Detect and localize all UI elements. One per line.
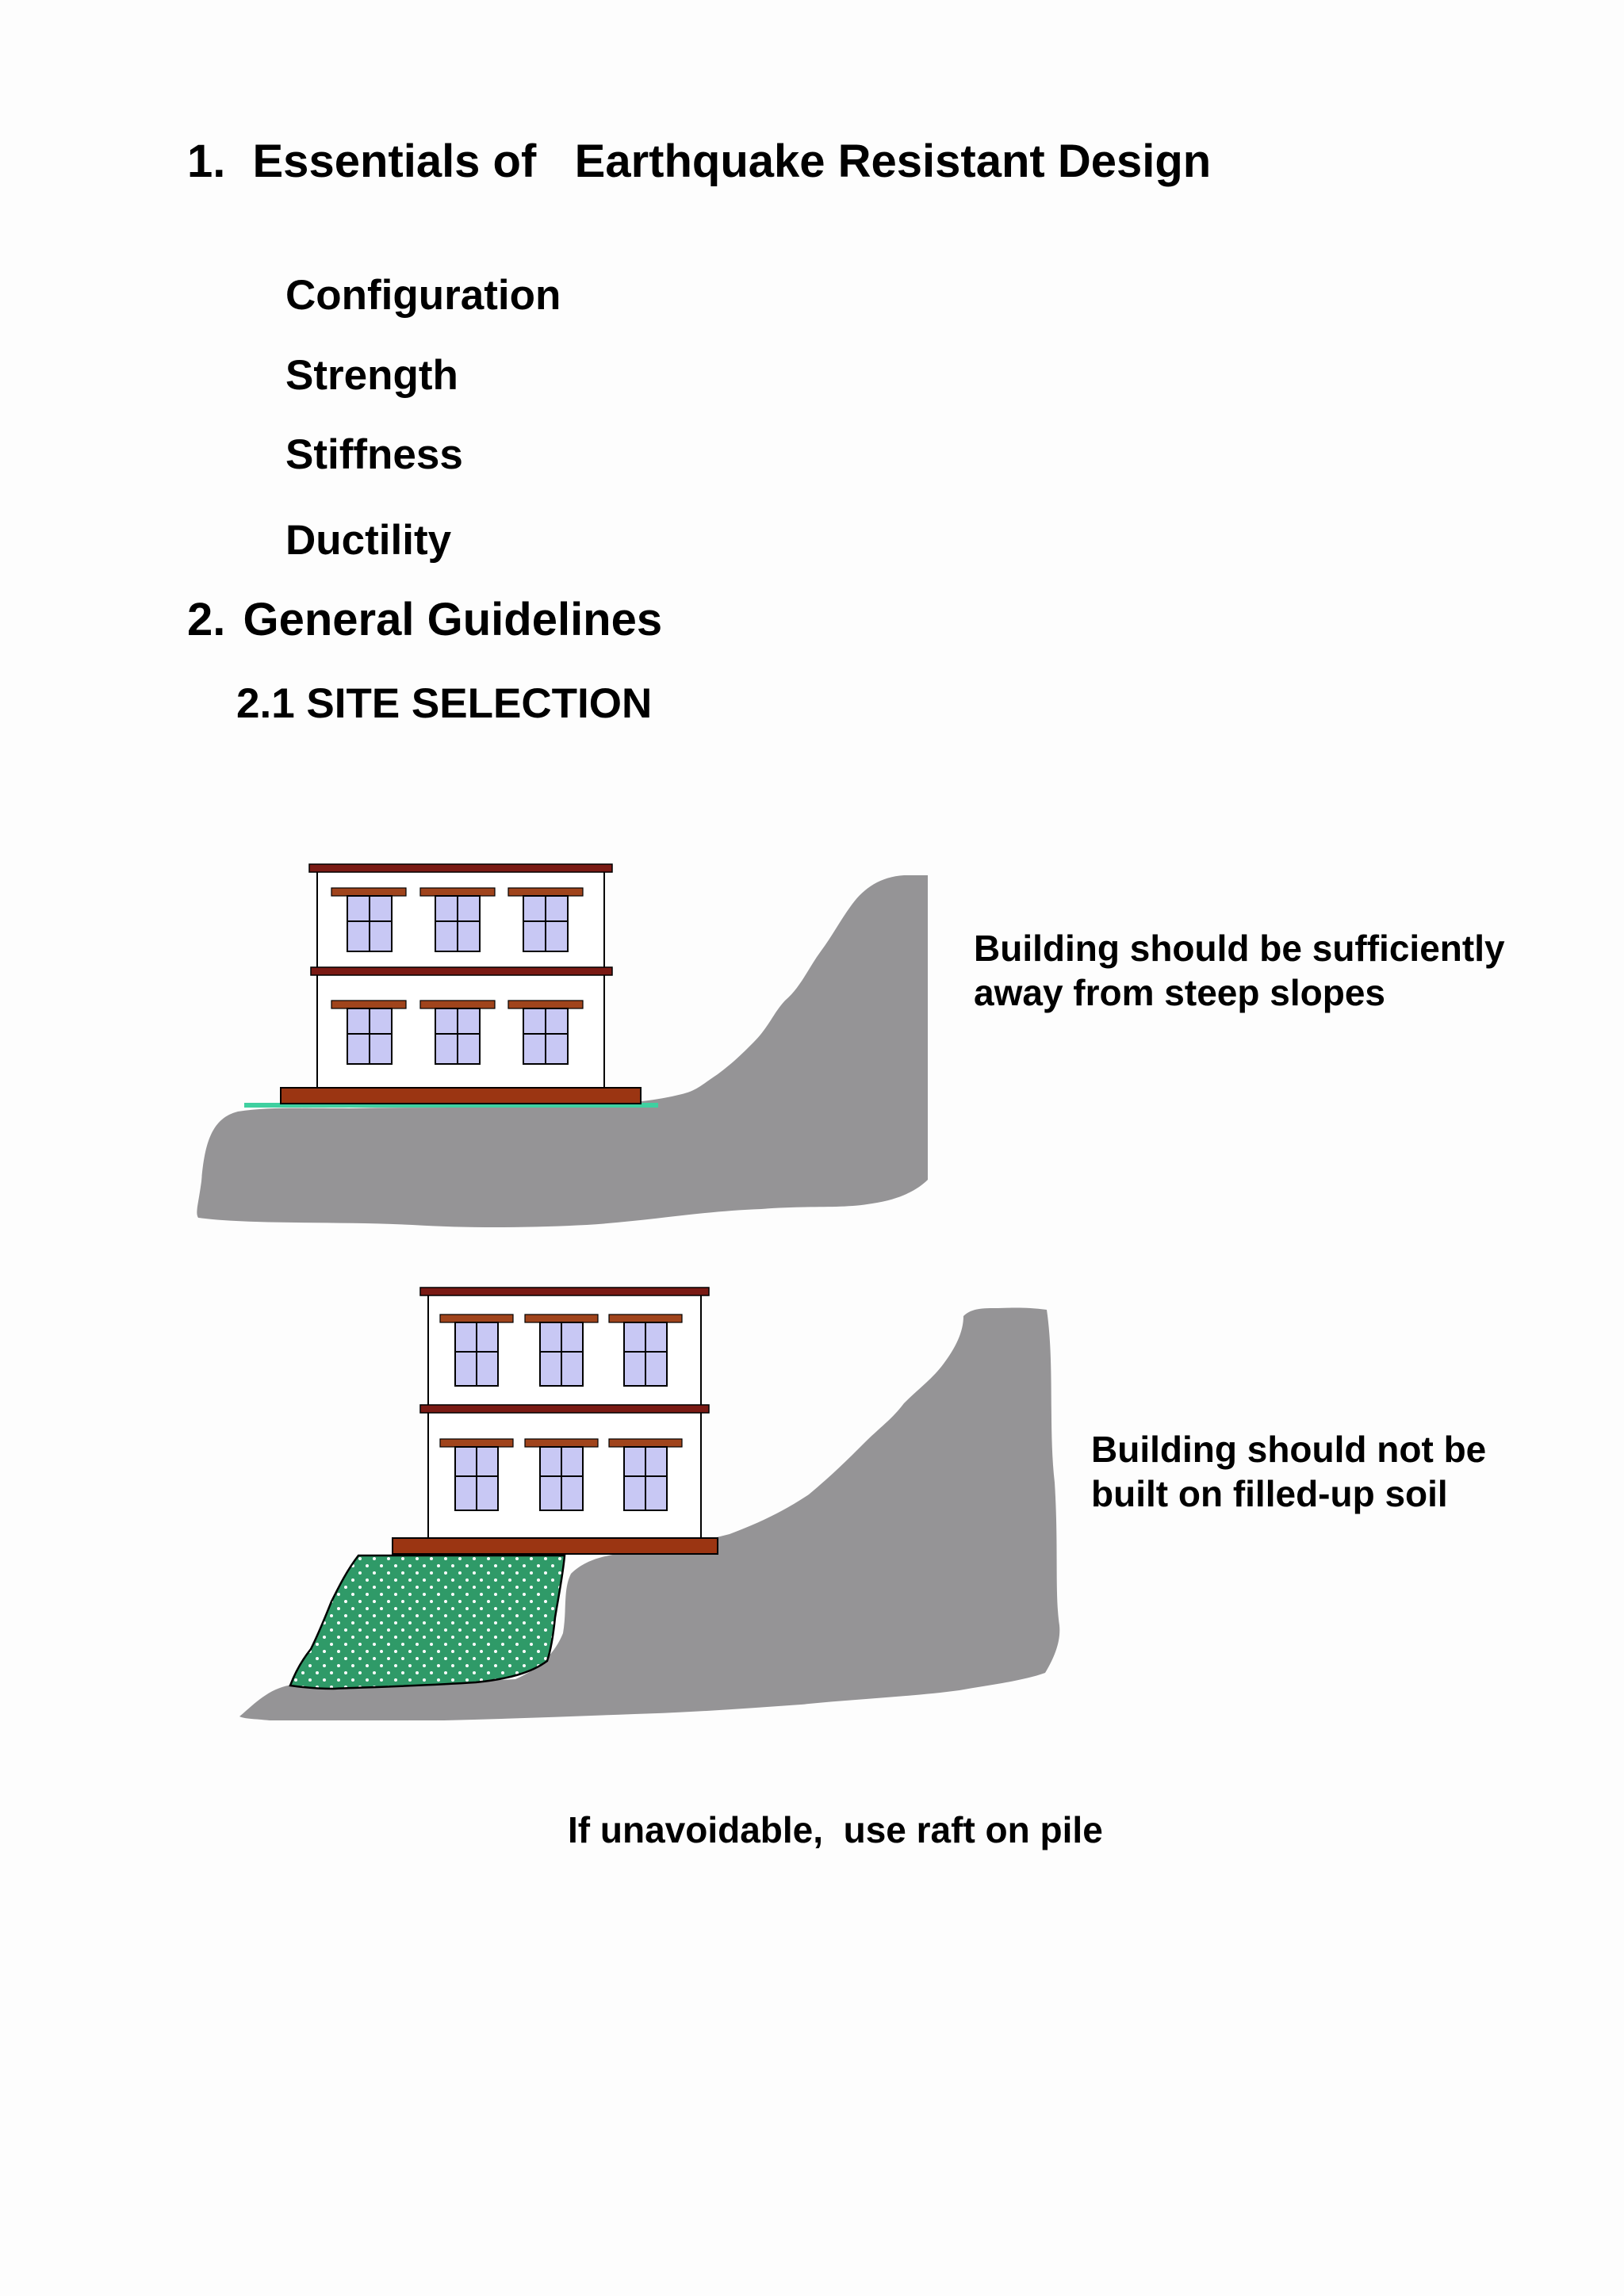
roof-slab <box>308 863 613 873</box>
lower-windows <box>439 1438 683 1511</box>
figure-1-caption: Building should be sufficiently away fro… <box>974 926 1505 1015</box>
foundation-slab <box>280 1087 642 1104</box>
heading-2-title: General Guidelines <box>243 594 663 645</box>
heading-2-number: 2. <box>187 594 226 645</box>
subheading-site-selection: 2.1 SITE SELECTION <box>236 680 653 727</box>
essential-item-ductility: Ductility <box>285 517 452 564</box>
figure-2-caption: Building should not be built on filled-u… <box>1091 1427 1486 1516</box>
roof-slab <box>419 1287 710 1296</box>
filled-soil-icon <box>289 1554 566 1690</box>
essential-item-stiffness: Stiffness <box>285 431 463 478</box>
heading-2: 2. General Guidelines <box>187 593 662 646</box>
foundation-slab <box>392 1537 718 1555</box>
figure-1-caption-line-1: Building should be sufficiently <box>974 928 1505 969</box>
heading-1-title: Essentials of Earthquake Resistant Desig… <box>252 136 1212 187</box>
heading-1: 1. Essentials of Earthquake Resistant De… <box>187 135 1211 188</box>
rock-slope-icon <box>239 1307 1060 1720</box>
building-walls <box>316 870 605 1089</box>
building-walls <box>427 1293 702 1539</box>
heading-1-number: 1. <box>187 136 226 187</box>
figure-2-caption-line-1: Building should not be <box>1091 1429 1487 1470</box>
floor-slab <box>310 966 613 976</box>
essential-item-strength: Strength <box>285 352 458 399</box>
upper-windows <box>331 887 584 952</box>
figure-2-caption-line-2: built on filled-up soil <box>1091 1473 1448 1514</box>
lower-windows <box>331 1000 584 1065</box>
essential-item-configuration: Configuration <box>285 272 561 319</box>
floor-slab <box>419 1404 710 1414</box>
upper-windows <box>439 1314 683 1387</box>
figure-1-caption-line-2: away from steep slopes <box>974 972 1385 1013</box>
rock-ground-icon <box>197 875 928 1228</box>
footer-note: If unavoidable, use raft on pile <box>568 1809 1103 1850</box>
